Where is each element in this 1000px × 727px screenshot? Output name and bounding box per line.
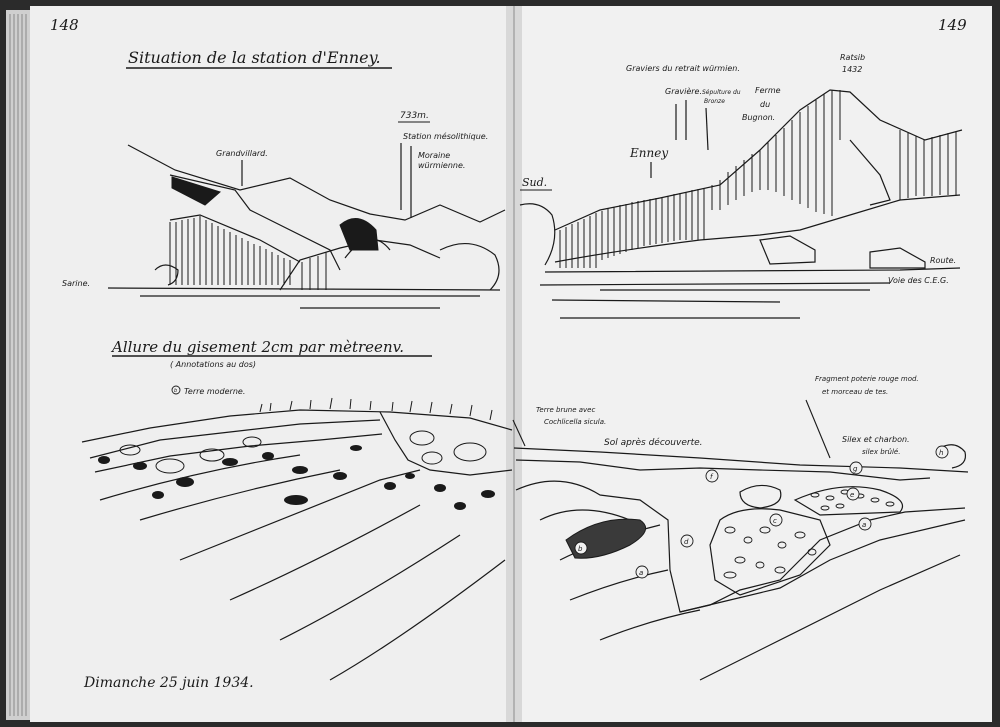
label-graviers: Graviers du retrait würmien. xyxy=(626,64,740,73)
marker-a-2: a xyxy=(862,521,866,529)
stratigraphy-right xyxy=(513,444,969,681)
label-peak-2: 1432 xyxy=(842,65,862,74)
annotation-note: ( Annotations au dos) xyxy=(170,360,256,369)
label-sepulture-1: Sépulture du xyxy=(702,89,741,96)
label-fragment-2: et morceau de tes. xyxy=(822,388,888,396)
stratigraphy-grass xyxy=(259,397,493,421)
label-moraine-2: würmienne. xyxy=(418,161,465,170)
marker-d: d xyxy=(684,538,689,546)
label-ferme-3: Bugnon. xyxy=(742,113,775,122)
label-altitude: 733m. xyxy=(400,111,429,121)
landscape-sketch-left xyxy=(107,144,506,309)
label-silex-1: Silex et charbon. xyxy=(842,435,910,444)
terre-marker-letter: b xyxy=(174,388,177,394)
label-sarine: Sarine. xyxy=(62,279,90,288)
marker-b: b xyxy=(578,545,583,553)
label-terre-brune-2: Cochlicella sicula. xyxy=(544,418,606,426)
label-voie: Voie des C.E.G. xyxy=(888,276,949,285)
section-title-situation: Situation de la station d'Enney. xyxy=(128,48,381,67)
footer-date: Dimanche 25 juin 1934. xyxy=(83,675,254,691)
hatching-left xyxy=(169,176,379,290)
layer-markers xyxy=(574,445,949,579)
label-silex-2: silex brûlé. xyxy=(862,448,900,456)
label-terre-brune-1: Terre brune avec xyxy=(536,406,595,414)
left-page xyxy=(30,6,514,722)
page-number-right: 149 xyxy=(938,16,967,34)
label-sepulture-2: Bronze xyxy=(704,98,725,105)
label-graviere: Gravière. xyxy=(665,86,702,96)
gravel-ovals-right xyxy=(723,489,895,579)
cobbles-left xyxy=(119,430,487,474)
page-edges xyxy=(6,10,32,720)
section-title-gisement: Allure du gisement 2cm par mètreenv. xyxy=(110,338,404,356)
label-terre-moderne: Terre moderne. xyxy=(184,387,245,396)
marker-g: g xyxy=(853,465,858,473)
label-ferme-2: du xyxy=(760,100,770,109)
page-number-left: 148 xyxy=(50,16,79,34)
stones-left xyxy=(98,445,495,510)
label-station: Station mésolithique. xyxy=(403,131,488,141)
label-peak-1: Ratsib xyxy=(840,53,865,62)
label-fragment-1: Fragment poterie rouge mod. xyxy=(815,375,919,383)
label-grandvillard: Grandvillard. xyxy=(216,149,268,158)
hatching-right xyxy=(559,90,957,268)
marker-f: f xyxy=(710,473,714,481)
marker-a-1: a xyxy=(639,569,643,577)
label-enney: Enney xyxy=(629,146,668,160)
label-moraine-1: Moraine xyxy=(418,151,450,160)
label-sol: Sol après découverte. xyxy=(604,437,703,448)
right-page xyxy=(514,6,992,722)
label-route: Route. xyxy=(930,256,956,265)
marker-h: h xyxy=(939,449,943,457)
label-sud: Sud. xyxy=(522,176,547,189)
marker-c: c xyxy=(773,517,777,525)
terre-marker-icon xyxy=(171,385,181,395)
marker-e: e xyxy=(850,491,854,499)
label-ferme-1: Ferme xyxy=(755,86,781,95)
landscape-sketch-right xyxy=(519,89,963,319)
